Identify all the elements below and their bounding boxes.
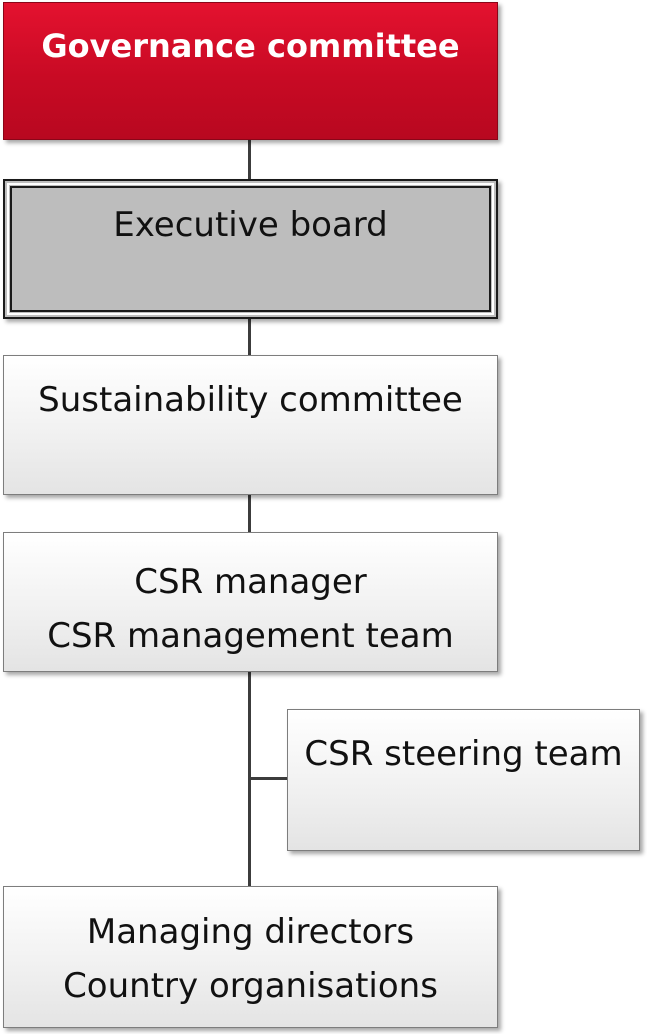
managing-directors-box: Managing directors Country organisations: [3, 886, 498, 1028]
csr-steering-team-label: CSR steering team: [304, 734, 623, 774]
country-organisations-label: Country organisations: [63, 966, 438, 1006]
csr-manager-box: CSR manager CSR management team: [3, 532, 498, 672]
csr-manager-label: CSR manager: [134, 562, 367, 602]
managing-directors-label: Managing directors: [86, 912, 415, 952]
connector-executive-sustainability: [248, 319, 251, 356]
connector-steering-branch: [248, 777, 288, 780]
connector-governance-executive: [248, 140, 251, 180]
executive-board-label: Executive board: [113, 205, 388, 245]
sustainability-committee-box: Sustainability committee: [3, 355, 498, 495]
connector-sustainability-csr-manager: [248, 495, 251, 533]
executive-board-box: Executive board: [3, 179, 498, 319]
csr-management-team-label: CSR management team: [47, 616, 454, 656]
governance-committee-box: Governance committee: [3, 2, 498, 140]
csr-steering-team-box: CSR steering team: [287, 709, 640, 851]
sustainability-committee-label: Sustainability committee: [38, 380, 463, 420]
governance-committee-label: Governance committee: [41, 27, 460, 65]
